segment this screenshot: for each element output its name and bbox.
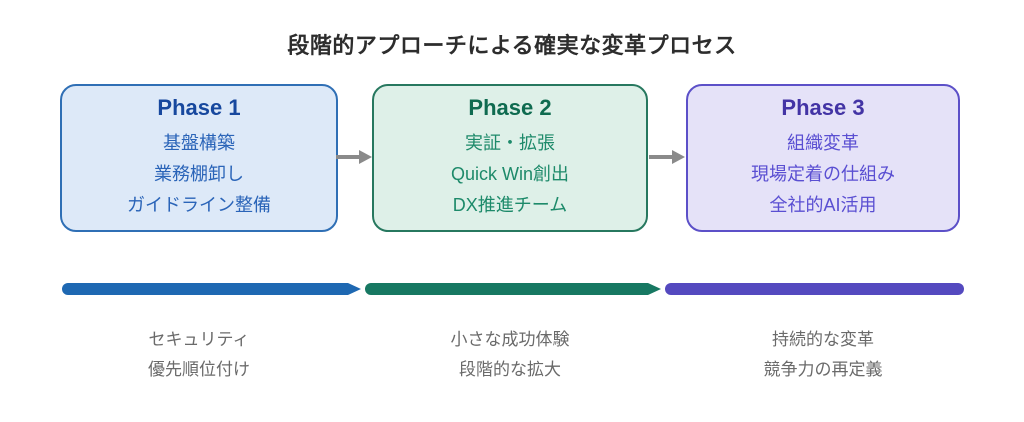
phase-1-box: Phase 1 基盤構築 業務棚卸し ガイドライン整備 [60,84,338,232]
timeline-segment-phase-3 [665,283,964,295]
footer-line: 段階的な拡大 [459,360,561,379]
phase-3-item: 全社的AI活用 [769,195,877,215]
phase-3-item: 現場定着の仕組み [751,164,895,184]
diagram-title: 段階的アプローチによる確実な変革プロセス [287,33,737,58]
phase-3-footer: 持続的な変革 競争力の再定義 [686,325,960,385]
phase-2-title: Phase 2 [468,95,552,120]
footer-line: セキュリティ [148,330,250,349]
phase-1-item: 基盤構築 [163,133,235,153]
right-arrow-icon [649,150,685,164]
timeline-segment-phase-1 [62,283,361,295]
footer-line: 競争力の再定義 [763,360,883,379]
phase-2-item: DX推進チーム [452,195,568,215]
footer-line: 持続的な変革 [772,330,874,349]
phase-3-item: 組織変革 [787,133,859,153]
phase-1-title: Phase 1 [157,95,241,120]
phase-2-item: Quick Win創出 [450,164,569,184]
phase-2-footer: 小さな成功体験 段階的な拡大 [372,325,648,385]
right-arrow-icon [336,150,372,164]
phase-1-item: 業務棚卸し [154,164,244,184]
phase-3-box: Phase 3 組織変革 現場定着の仕組み 全社的AI活用 [686,84,960,232]
phase-3-title: Phase 3 [781,95,865,120]
phase-1-footer: セキュリティ 優先順位付け [60,325,338,385]
timeline-segment-phase-2 [365,283,661,295]
phase-2-box: Phase 2 実証・拡張 Quick Win創出 DX推進チーム [372,84,648,232]
phase-2-item: 実証・拡張 [465,133,555,153]
phase-1-item: ガイドライン整備 [127,195,271,215]
timeline-bar [62,283,964,295]
footer-line: 小さな成功体験 [450,330,570,349]
footer-line: 優先順位付け [148,360,250,379]
